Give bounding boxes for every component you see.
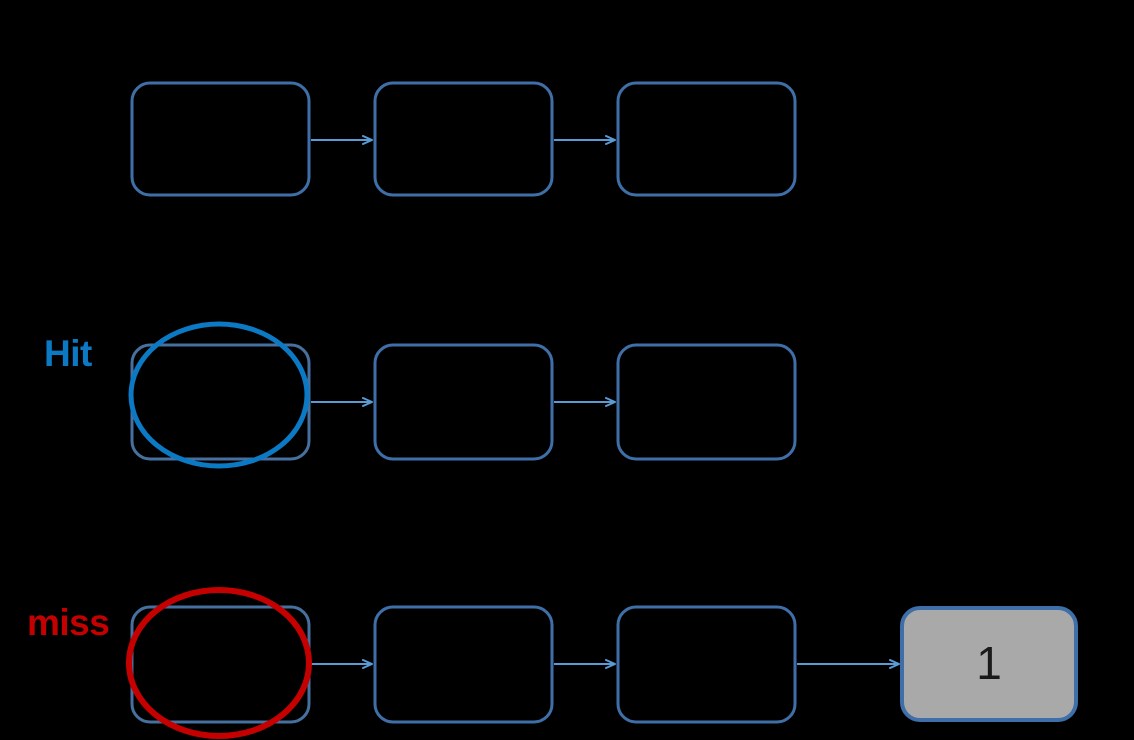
row1-box2[interactable] — [373, 81, 554, 197]
row2-box3[interactable] — [616, 343, 797, 461]
miss-highlight-ellipse-icon — [126, 587, 312, 739]
row3-box2[interactable] — [373, 605, 554, 724]
hit-highlight-ellipse-icon — [128, 321, 310, 469]
row-miss — [126, 587, 1078, 739]
counter-value: 1 — [976, 637, 1002, 689]
row-baseline — [130, 81, 797, 197]
row-label-miss: miss — [27, 602, 110, 643]
row-hit — [128, 321, 797, 469]
row-label-hit: Hit — [44, 333, 92, 374]
row3-box3[interactable] — [616, 605, 797, 724]
row3-counter-box[interactable] — [900, 606, 1078, 722]
row1-box1[interactable] — [130, 81, 311, 197]
row1-box3[interactable] — [616, 81, 797, 197]
row2-box2[interactable] — [373, 343, 554, 461]
row3-box1[interactable] — [130, 605, 311, 724]
